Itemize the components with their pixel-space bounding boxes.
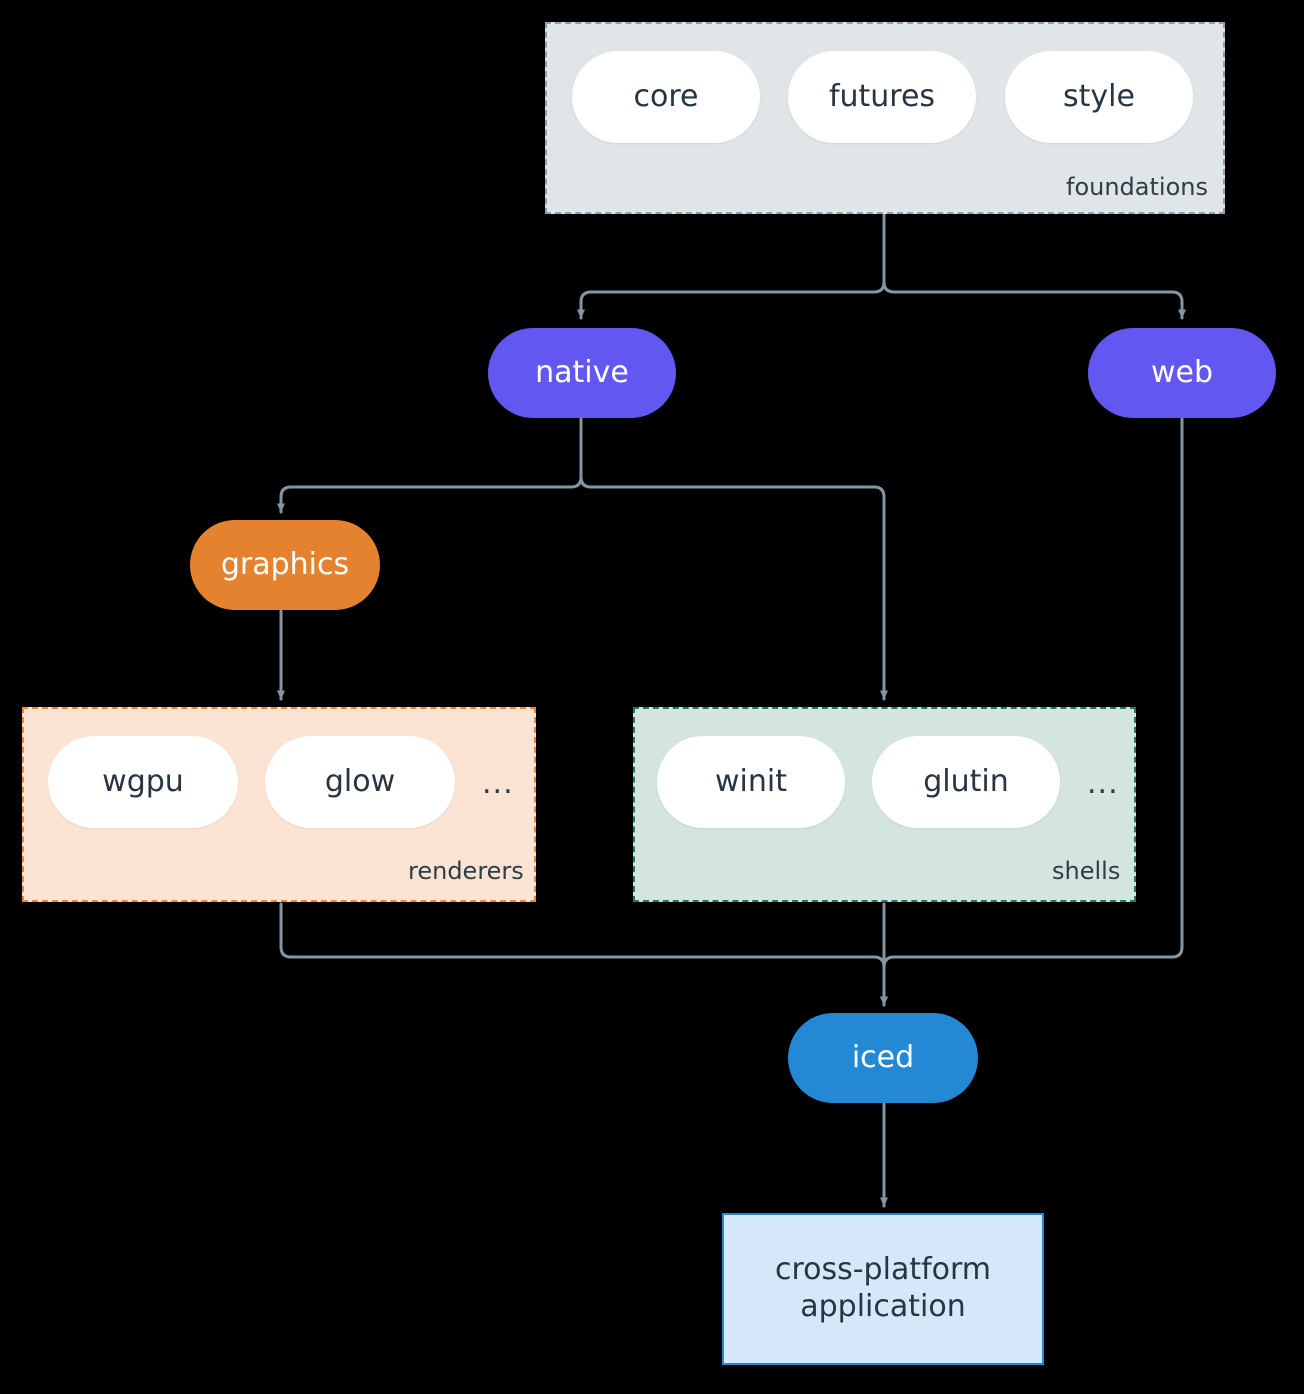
- node-native-label: native: [535, 354, 629, 390]
- edge-native-shells: [579, 417, 888, 701]
- node-futures-label: futures: [828, 78, 936, 114]
- node-application-label-line1: cross-platform: [774, 1252, 992, 1288]
- cluster-foundations-label: foundations: [1066, 173, 1208, 201]
- node-wgpu-label: wgpu: [102, 763, 184, 799]
- node-glutin[interactable]: glutin: [872, 736, 1060, 828]
- edge-foundations-web: [882, 213, 1186, 320]
- node-core[interactable]: core: [572, 51, 760, 143]
- node-application[interactable]: cross-platform application: [722, 1213, 1044, 1365]
- node-graphics[interactable]: graphics: [190, 520, 380, 610]
- edge-native-graphics: [277, 417, 583, 514]
- edge-renderers-iced: [279, 902, 888, 1007]
- renderers-ellipsis: ...: [482, 766, 514, 801]
- node-iced[interactable]: iced: [788, 1013, 978, 1103]
- node-wgpu[interactable]: wgpu: [48, 736, 238, 828]
- node-winit-label: winit: [715, 763, 787, 799]
- node-web-label: web: [1150, 354, 1214, 390]
- cluster-shells-label: shells: [1052, 857, 1121, 885]
- node-style-label: style: [1063, 78, 1135, 114]
- edge-foundations-native: [577, 213, 886, 320]
- node-core-label: core: [633, 78, 699, 114]
- node-native[interactable]: native: [488, 328, 676, 418]
- node-winit[interactable]: winit: [657, 736, 845, 828]
- node-glutin-label: glutin: [923, 763, 1009, 799]
- node-glow-label: glow: [324, 763, 396, 799]
- cluster-renderers-label: renderers: [408, 857, 524, 885]
- node-web[interactable]: web: [1088, 328, 1276, 418]
- node-application-label-line2: application: [800, 1289, 966, 1324]
- node-style[interactable]: style: [1005, 51, 1193, 143]
- node-futures[interactable]: futures: [788, 51, 976, 143]
- node-glow[interactable]: glow: [265, 736, 455, 828]
- node-graphics-label: graphics: [220, 546, 350, 582]
- shells-ellipsis: ...: [1087, 766, 1119, 801]
- node-iced-label: iced: [851, 1039, 915, 1075]
